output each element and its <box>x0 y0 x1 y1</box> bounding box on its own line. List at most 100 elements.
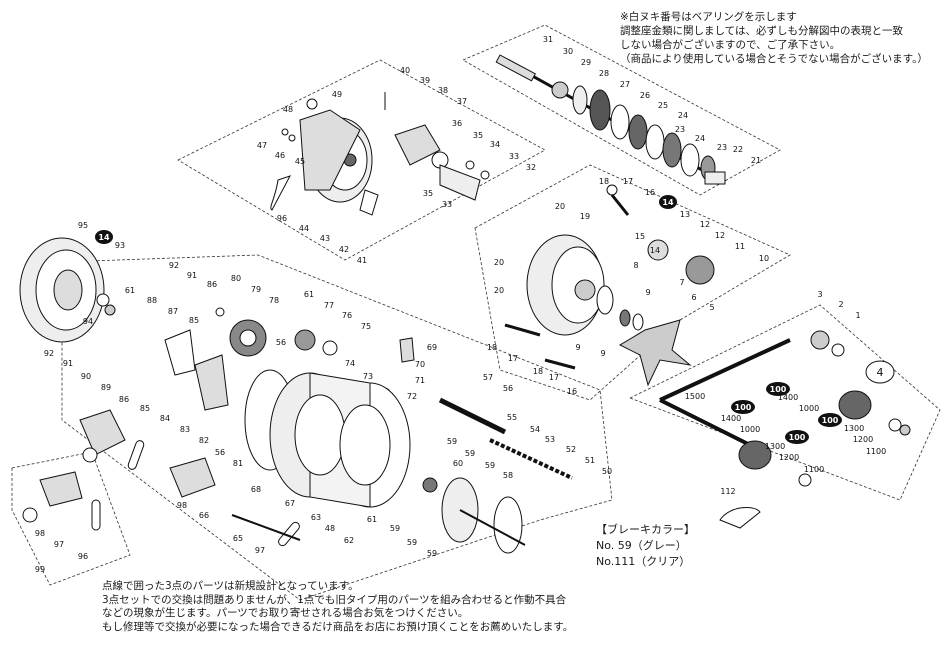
part-label: 112 <box>720 487 735 496</box>
part-label: 17 <box>623 177 633 186</box>
part-label: 41 <box>357 256 367 265</box>
part-label: 42 <box>339 245 349 254</box>
bearing-badge: 100 <box>818 413 842 427</box>
part-label: 20 <box>494 258 504 267</box>
part-label: 23 <box>717 143 727 152</box>
part-label: 30 <box>563 47 573 56</box>
part-label: 9 <box>645 288 650 297</box>
outline-new-parts <box>11 451 131 586</box>
part-label: 87 <box>168 307 178 316</box>
part-label: 71 <box>415 376 425 385</box>
part-label: 51 <box>585 456 595 465</box>
part-label: 25 <box>658 101 668 110</box>
part-label: 89 <box>101 383 111 392</box>
part-label: 92 <box>44 349 54 358</box>
part-label: 33 <box>442 200 452 209</box>
bearing-label: 14 <box>662 198 674 207</box>
part-label: 85 <box>189 316 199 325</box>
bearing-badge: 100 <box>785 430 809 444</box>
part-label: 98 <box>35 529 45 538</box>
bearing-marker <box>731 400 755 414</box>
part-label: 1300 <box>844 424 864 433</box>
part-label: 21 <box>751 156 761 165</box>
part-label: 45 <box>295 157 305 166</box>
handle-assembly <box>659 330 911 529</box>
outline-main-gear <box>462 24 781 196</box>
part-label: 69 <box>427 343 437 352</box>
part-label: 3 <box>817 290 822 299</box>
part-label: 57 <box>483 373 493 382</box>
bearing-badge: 14 <box>659 195 677 209</box>
part-label: 24 <box>678 111 688 120</box>
part-label: 18 <box>599 177 609 186</box>
bottom-note-line: などの現象が生じます。パーツでお取り寄せされる場合お気をつけください。 <box>102 607 469 619</box>
part-label: 86 <box>207 280 217 289</box>
outline-handle-side <box>474 164 791 401</box>
part-label: 66 <box>199 511 209 520</box>
bearing-badge: 100 <box>731 400 755 414</box>
part-label: 20 <box>555 202 565 211</box>
part-label: 81 <box>233 459 243 468</box>
part-label: 1100 <box>804 465 824 474</box>
bearing-marker <box>659 195 677 209</box>
group-number-badge: 4 <box>865 360 895 384</box>
brake-color-box: 【ブレーキカラー】 No. 59（グレー） No.111（クリア） <box>596 522 695 570</box>
part-label: 97 <box>54 540 64 549</box>
part-label: 67 <box>285 499 295 508</box>
part-label: 62 <box>344 536 354 545</box>
part-label: 86 <box>119 395 129 404</box>
part-label: 96 <box>78 552 88 561</box>
part-label: 48 <box>325 524 335 533</box>
part-label: 65 <box>233 534 243 543</box>
part-label: 36 <box>452 119 462 128</box>
part-label: 56 <box>215 448 225 457</box>
part-label: 10 <box>759 254 769 263</box>
part-label: 75 <box>361 322 371 331</box>
part-label: 8 <box>633 261 638 270</box>
side-cover-disk <box>19 237 116 343</box>
part-label: 27 <box>620 80 630 89</box>
part-label: 14 <box>650 246 660 255</box>
part-label: 97 <box>255 546 265 555</box>
part-label: 85 <box>140 404 150 413</box>
part-label: 59 <box>427 549 437 558</box>
part-label: 26 <box>640 91 650 100</box>
clutch-parts <box>22 409 301 547</box>
part-label: 32 <box>526 163 536 172</box>
part-label: 6 <box>691 293 696 302</box>
part-label: 53 <box>545 435 555 444</box>
part-label: 56 <box>503 384 513 393</box>
part-label: 59 <box>485 461 495 470</box>
part-label: 44 <box>299 224 309 233</box>
part-label: 39 <box>420 76 430 85</box>
part-label: 59 <box>390 524 400 533</box>
part-label: 12 <box>700 220 710 229</box>
part-label: 46 <box>275 151 285 160</box>
part-label: 37 <box>457 97 467 106</box>
part-label: 22 <box>733 145 743 154</box>
bottom-notes: 点線で囲った3点のパーツは新規設計となっています。 3点セットでの交換は問題あり… <box>102 580 573 634</box>
bearing-label: 14 <box>98 233 110 242</box>
part-label: 2 <box>838 300 843 309</box>
bottom-note-line: 3点セットでの交換は問題ありませんが、1点でも旧タイプ用のパーツを組み合わせると… <box>102 593 567 606</box>
part-label: 70 <box>415 360 425 369</box>
part-label: 16 <box>567 387 577 396</box>
part-label: 12 <box>715 231 725 240</box>
part-label: 20 <box>494 286 504 295</box>
part-label: 1400 <box>721 414 741 423</box>
part-label: 91 <box>63 359 73 368</box>
bearing-marker <box>95 230 113 244</box>
bottom-note-line: もし修理等で交換が必要になった場合できるだけ商品をお店にお預け頂くことをお薦めい… <box>102 620 574 633</box>
part-label: 61 <box>125 286 135 295</box>
part-label: 1400 <box>778 393 798 402</box>
part-label: 61 <box>367 515 377 524</box>
part-label: 24 <box>695 134 705 143</box>
part-label: 49 <box>332 90 342 99</box>
part-label: 73 <box>363 372 373 381</box>
part-label: 79 <box>251 285 261 294</box>
group-number-text: 4 <box>877 366 884 379</box>
part-label: 18 <box>533 367 543 376</box>
part-label: 88 <box>147 296 157 305</box>
part-label: 59 <box>447 437 457 446</box>
